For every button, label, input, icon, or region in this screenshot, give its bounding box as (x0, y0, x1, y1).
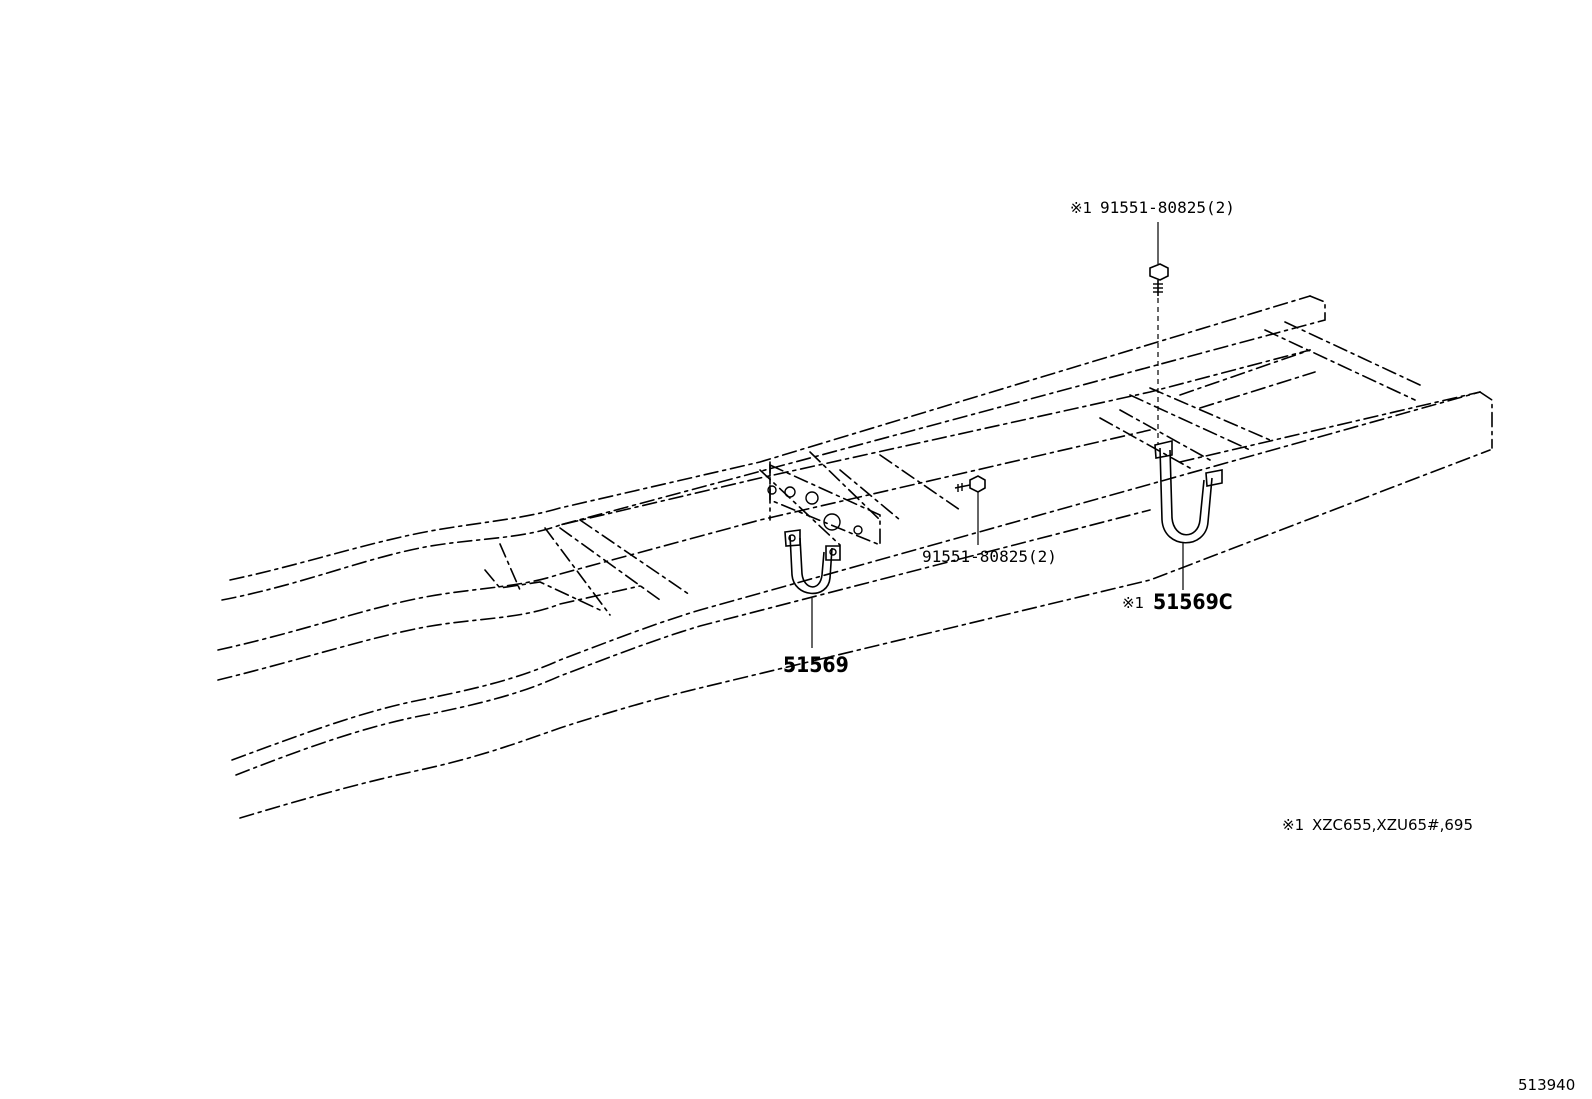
callout-hanger-left-part: 51569 (783, 653, 849, 677)
hanger-left (784, 529, 841, 648)
callout-hanger-right-part: 51569C (1153, 590, 1233, 614)
footnote-text: XZC655,XZU65#,695 (1312, 816, 1473, 834)
bolt-lower (954, 475, 986, 545)
callout-hanger-right-marker: ※1 (1122, 594, 1144, 612)
bolt-upper (1149, 222, 1169, 445)
callout-bolt-upper-marker: ※1 (1070, 199, 1092, 217)
bolt-head-icon (969, 475, 986, 493)
crossmembers (484, 321, 1421, 616)
gusset-plate (767, 463, 881, 547)
callout-bolt-lower-part: 91551-80825(2) (922, 547, 1057, 566)
frame-left-rail (217, 349, 1311, 681)
footnote-marker: ※1 (1282, 816, 1304, 834)
bolt-head-icon (1149, 263, 1169, 281)
diagram-id: 513940 (1518, 1076, 1575, 1094)
hanger-right (1154, 439, 1223, 590)
frame-right-rail (231, 391, 1493, 819)
callout-bolt-upper-part: 91551-80825(2) (1100, 198, 1235, 217)
frame-top-rail (229, 295, 1326, 581)
